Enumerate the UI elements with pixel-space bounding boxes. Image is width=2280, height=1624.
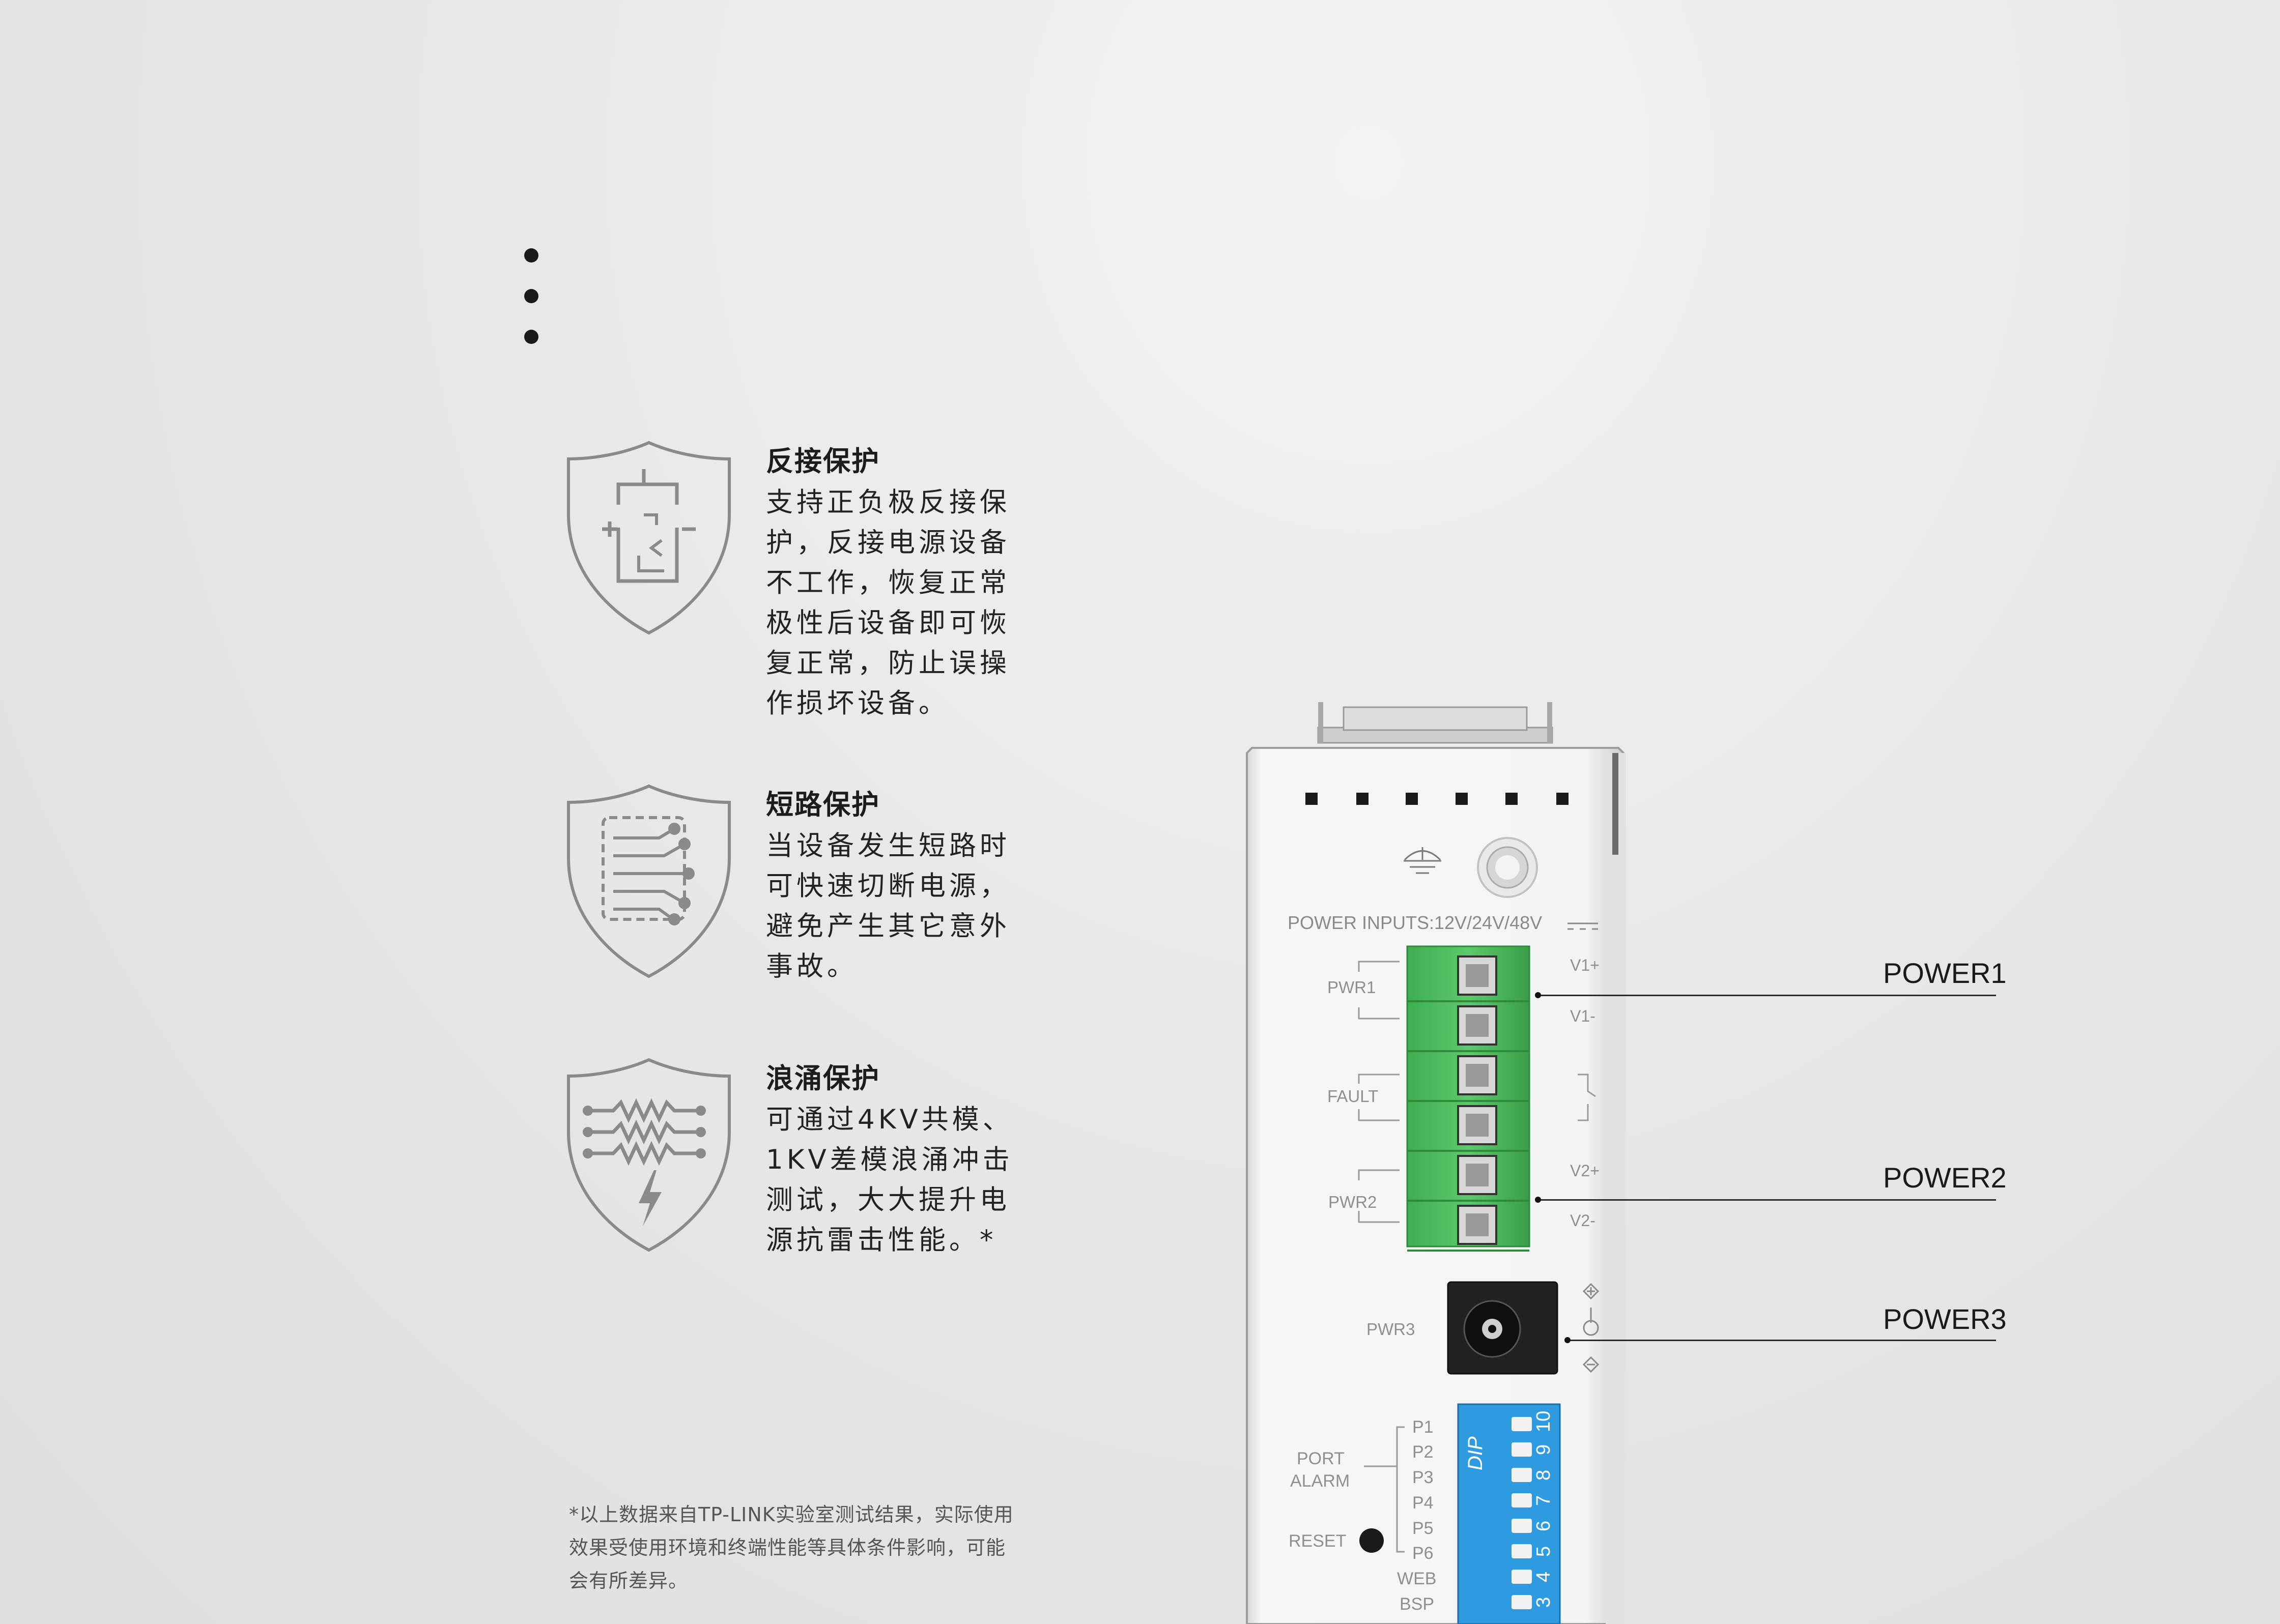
v1-plus-label: V1+ [1570,956,1600,974]
power1-callout-line [1538,995,1996,996]
terminal-screw-head [1466,1114,1489,1137]
dip-number: 7 [1533,1495,1554,1506]
terminal-screw-head [1466,1064,1489,1087]
dip-number: 3 [1533,1597,1554,1608]
feature-description: 当设备发生短路时 可快速切断电源， 避免产生其它意外 事故。 [766,830,1010,982]
terminal-screw-head [1466,1164,1489,1186]
fault-label: FAULT [1327,1087,1378,1106]
web-label: WEB [1397,1569,1436,1588]
port-label: P4 [1412,1493,1434,1513]
port-label: P3 [1412,1468,1434,1487]
terminal-screw-head [1466,964,1489,987]
pwr3-label: PWR3 [1366,1320,1415,1339]
page-dot[interactable] [524,330,538,344]
dip-switch-key[interactable] [1512,1468,1532,1482]
dip-number: 6 [1533,1521,1554,1531]
feature-surge: 浪涌保护 可通过4KV共模、 1KV差模浪涌冲击 测试，大大提升电 源抗雷击性能… [562,1056,1020,1269]
dip-number: 4 [1533,1572,1554,1582]
port-label: P6 [1412,1544,1434,1563]
footnote: *以上数据来自TP-LINK实验室测试结果，实际使用 效果受使用环境和终端性能等… [569,1503,1014,1592]
v2-minus-label: V2- [1570,1211,1595,1230]
dip-switch-key[interactable] [1512,1595,1532,1609]
dip-switch[interactable] [1457,1403,1561,1624]
feature-title: 反接保护 [766,445,880,477]
feature-description: 支持正负极反接保 护，反接电源设备 不工作，恢复正常 极性后设备即可恢 复正常，… [766,487,1010,719]
page-indicator [524,248,539,350]
ground-icon [1404,847,1441,874]
dip-brand-label: DIP [1464,1436,1487,1470]
power3-callout-label: POWER3 [1883,1303,2007,1335]
dip-switch-key[interactable] [1512,1519,1532,1533]
power1-callout-label: POWER1 [1883,957,2007,989]
dip-switch-key[interactable] [1512,1570,1532,1584]
short-circuit-shield-icon [567,784,731,978]
pwr2-label: PWR2 [1328,1193,1377,1211]
port-label: P5 [1412,1519,1434,1538]
power2-callout-line [1538,1199,1996,1201]
power-inputs-label: POWER INPUTS:12V/24V/48V [1288,912,1542,933]
power2-callout-dot [1535,1197,1541,1203]
feature-title: 浪涌保护 [766,1062,880,1094]
dip-number: 8 [1533,1470,1554,1481]
terminal-screw-head [1466,1213,1489,1236]
dip-number: 9 [1533,1444,1554,1455]
dc-power-jack[interactable] [1447,1281,1558,1375]
dip-switch-key[interactable] [1512,1493,1532,1507]
dip-switch-key[interactable] [1512,1544,1532,1558]
bsp-label: BSP [1400,1594,1434,1614]
reset-button[interactable] [1359,1528,1384,1553]
feature-reverse-polarity: 反接保护 支持正负极反接保 护，反接电源设备 不工作，恢复正常 极性后设备即可恢… [562,439,1020,723]
pwr1-label: PWR1 [1327,978,1376,997]
port-alarm-label: ALARM [1290,1471,1350,1491]
device-front-panel: POWER INPUTS:12V/24V/48V PWR1 FAULT PWR2… [1246,702,1626,1624]
dip-switch-key[interactable] [1512,1417,1532,1431]
power1-callout-dot [1535,992,1541,998]
dip-number: 5 [1533,1546,1554,1557]
reset-label: RESET [1289,1531,1346,1551]
terminal-block[interactable] [1406,945,1530,1252]
page-dot[interactable] [524,248,538,263]
port-label: P2 [1412,1442,1434,1462]
v2-plus-label: V2+ [1570,1162,1600,1180]
power3-callout-dot [1564,1337,1571,1343]
dip-switch-key[interactable] [1512,1442,1532,1457]
port-label: P1 [1412,1417,1434,1437]
power3-callout-line [1568,1340,1996,1341]
power2-callout-label: POWER2 [1883,1162,2007,1194]
feature-description: 可通过4KV共模、 1KV差模浪涌冲击 测试，大大提升电 源抗雷击性能。* [766,1104,1013,1256]
port-alarm-label: PORT [1297,1449,1345,1468]
feature-short-circuit: 短路保护 当设备发生短路时 可快速切断电源， 避免产生其它意外 事故。 [562,782,1020,996]
page-dot[interactable] [524,289,538,303]
feature-title: 短路保护 [766,789,880,821]
dip-number: 10 [1533,1411,1554,1432]
terminal-screw-head [1466,1014,1489,1037]
v1-minus-label: V1- [1570,1007,1595,1025]
surge-shield-icon [567,1058,731,1252]
reverse-polarity-shield-icon [567,441,731,635]
